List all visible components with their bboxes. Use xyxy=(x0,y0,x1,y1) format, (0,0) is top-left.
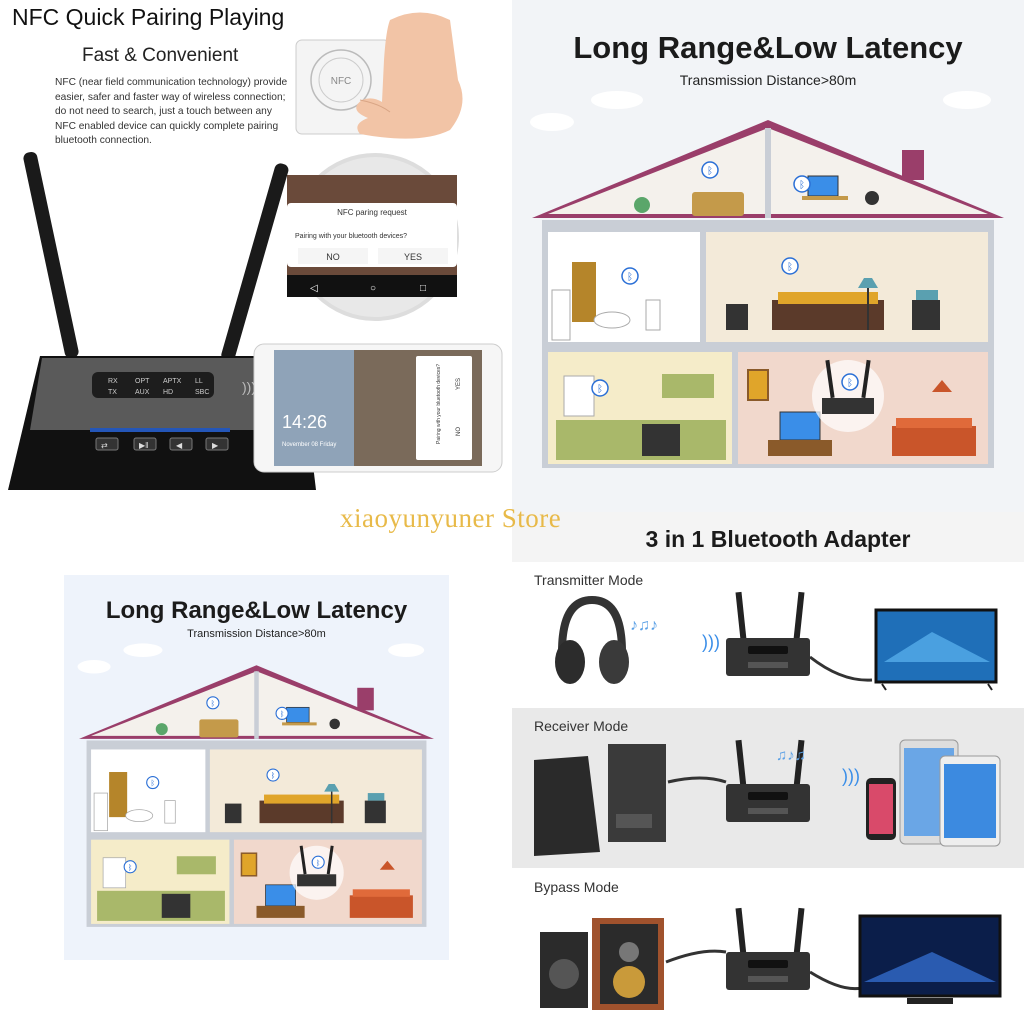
bluetooth-icons: ᛒ ᛒ ᛒ ᛒ ᛒ ᛒ xyxy=(591,161,859,397)
svg-text:ᛒ: ᛒ xyxy=(280,709,285,718)
range-panel-small: Long Range&Low Latency Transmission Dist… xyxy=(64,575,449,960)
device-next-button xyxy=(205,437,229,451)
wireless-icon: ))) xyxy=(702,632,720,652)
store-watermark: xiaoyunyuner Store xyxy=(340,503,562,533)
nfc-title: NFC Quick Pairing Playing xyxy=(12,4,285,30)
wireless-icon-2: ))) xyxy=(842,766,860,786)
range-subtitle: Transmission Distance>80m xyxy=(679,72,857,88)
svg-text:ᛒ: ᛒ xyxy=(787,262,793,273)
adapter-device-transmitter xyxy=(726,591,810,676)
svg-text:▶: ▶ xyxy=(212,441,219,450)
living-room xyxy=(240,845,413,918)
antenna-icons xyxy=(23,151,289,362)
nfc-description: NFC (near field communication technology… xyxy=(55,77,288,147)
range-subtitle-small: Transmission Distance>80m xyxy=(187,628,326,640)
bathroom xyxy=(551,262,661,341)
hand-illustration xyxy=(356,12,463,139)
nfc-no-button[interactable] xyxy=(298,248,368,264)
device-led-label: HD xyxy=(163,389,173,396)
bedroom xyxy=(224,784,386,824)
bluetooth-icons: ᛒ ᛒ ᛒ ᛒ ᛒ ᛒ xyxy=(123,696,325,874)
phone-date: November 08 Friday xyxy=(282,442,336,448)
receiver-mode-label: Receiver Mode xyxy=(534,718,629,734)
adapter-device-receiver xyxy=(726,739,810,822)
kitchen xyxy=(556,374,726,460)
mobile-devices-icon xyxy=(866,739,1001,847)
device-led-label: SBC xyxy=(195,389,209,396)
music-notes-icon-2: ♫♪♫ xyxy=(776,747,806,764)
svg-text:◀: ◀ xyxy=(176,441,183,450)
attic-room xyxy=(634,175,879,216)
bathroom xyxy=(93,772,176,832)
device-led-label: TX xyxy=(108,389,117,396)
svg-text:▶‖: ▶‖ xyxy=(139,441,148,450)
bluetooth-adapter-device: RX OPT APTX LL TX AUX HD SBC ⇄ ▶‖ ◀ ▶ ))) xyxy=(8,356,316,490)
svg-text:ᛒ: ᛒ xyxy=(799,180,805,191)
range-title: Long Range&Low Latency xyxy=(573,30,963,65)
range-panel-large: Long Range&Low Latency Transmission Dist… xyxy=(512,0,1024,512)
svg-text:ᛒ: ᛒ xyxy=(271,771,276,780)
nfc-yes-button[interactable] xyxy=(378,248,448,264)
adapter-title: 3 in 1 Bluetooth Adapter xyxy=(645,526,911,552)
svg-text:◁: ◁ xyxy=(310,283,318,294)
device-led-label: OPT xyxy=(135,378,150,385)
sky-clouds xyxy=(77,643,425,674)
sky-clouds xyxy=(530,91,991,131)
monitor-icon xyxy=(858,914,1002,1004)
bypass-mode-label: Bypass Mode xyxy=(534,879,619,895)
tv-icon xyxy=(874,608,998,691)
svg-text:ᛒ: ᛒ xyxy=(211,699,216,708)
nfc-wave-icon: ))) xyxy=(242,379,256,395)
phone-time: 14:26 xyxy=(282,412,327,432)
house-illustration-small: ᛒ ᛒ ᛒ ᛒ ᛒ ᛒ xyxy=(77,643,434,927)
modes-illustration: ♪♫♪ ))) xyxy=(534,591,1002,1010)
nfc-zoom-circle: NFC paring request Pairing with your blu… xyxy=(287,153,459,321)
device-prev-button xyxy=(169,437,193,451)
device-led-label: APTX xyxy=(163,378,182,385)
device-led-label: AUX xyxy=(135,389,150,396)
adapter-device-bypass xyxy=(726,907,810,990)
svg-text:ᛒ: ᛒ xyxy=(150,779,155,788)
svg-text:ᛒ: ᛒ xyxy=(847,378,853,389)
nfc-tag-label: NFC xyxy=(331,76,352,87)
kitchen xyxy=(97,856,225,921)
phone-yes-label: YES xyxy=(456,378,462,390)
range-title-small: Long Range&Low Latency xyxy=(105,597,408,624)
living-room xyxy=(747,359,976,456)
nfc-no-label: NO xyxy=(326,252,340,262)
bedroom xyxy=(726,278,940,330)
svg-text:ᛒ: ᛒ xyxy=(597,384,603,395)
svg-text:□: □ xyxy=(420,283,426,294)
svg-text:ᛒ: ᛒ xyxy=(627,272,633,283)
nfc-dialog-question: Pairing with your bluetooth devices? xyxy=(295,233,407,240)
adapter-panel: 3 in 1 Bluetooth Adapter Transmitter Mod… xyxy=(512,512,1024,1024)
device-led-labels: RX OPT APTX LL TX AUX HD SBC xyxy=(108,378,209,396)
bookshelf-speakers-icon xyxy=(540,918,664,1010)
speakers-icon xyxy=(534,744,666,856)
nfc-dialog-title: NFC paring request xyxy=(337,208,408,217)
transmitter-mode-label: Transmitter Mode xyxy=(534,572,644,588)
phone-illustration: 14:26 November 08 Friday Pairing with yo… xyxy=(253,343,503,473)
device-led-label: LL xyxy=(195,378,203,385)
svg-text:⇄: ⇄ xyxy=(101,441,108,450)
nfc-subtitle: Fast & Convenient xyxy=(82,45,239,66)
house-illustration: ᛒ ᛒ ᛒ ᛒ ᛒ ᛒ xyxy=(530,91,1004,468)
headphones-icon xyxy=(555,595,629,684)
device-play-button xyxy=(133,437,157,451)
svg-text:ᛒ: ᛒ xyxy=(128,863,133,872)
music-notes-icon: ♪♫♪ xyxy=(630,617,658,634)
device-led-label: RX xyxy=(108,378,118,385)
svg-text:ᛒ: ᛒ xyxy=(707,166,713,177)
nfc-yes-label: YES xyxy=(404,252,422,262)
device-mode-button xyxy=(95,437,119,451)
nfc-illustration: NFC NFC paring request Pairing with your… xyxy=(8,12,503,490)
svg-text:ᛒ: ᛒ xyxy=(316,858,321,867)
phone-no-label: NO xyxy=(456,427,462,436)
nfc-panel: NFC Quick Pairing Playing Fast & Conveni… xyxy=(0,0,512,512)
phone-dialog-question: Pairing with your bluetooth devices? xyxy=(436,364,442,444)
svg-text:○: ○ xyxy=(370,283,376,294)
